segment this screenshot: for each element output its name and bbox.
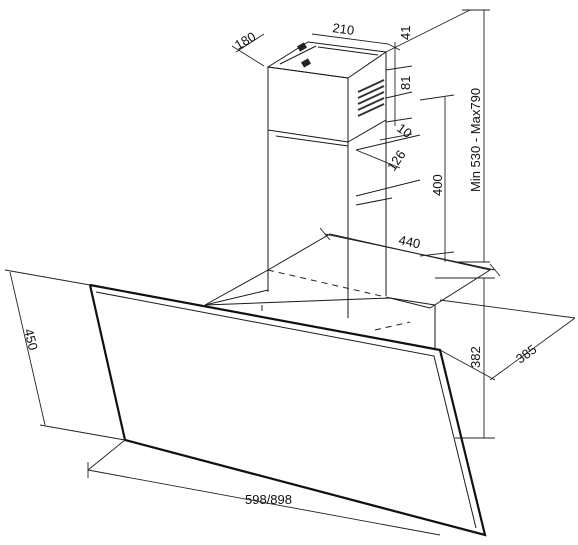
dim-vent-height: 81: [398, 76, 413, 90]
dim-bracket-height: 400: [430, 174, 445, 196]
dim-glass-depth: 450: [21, 327, 41, 352]
dim-bracket-width: 440: [397, 232, 421, 251]
dim-top-offset: 41: [398, 26, 413, 40]
dim-body-height: 382: [468, 346, 483, 368]
glass-panel: [88, 283, 487, 537]
dim-chimney-width: 210: [332, 20, 356, 38]
dim-hood-width: 598/898: [245, 492, 292, 507]
dim-vent-bracket: 126: [384, 147, 409, 173]
vent-grille: [357, 79, 385, 117]
dim-vent-offset: 10: [394, 120, 415, 141]
chimney: [266, 41, 421, 318]
dim-body-depth: 385: [513, 342, 539, 367]
dim-chimney-depth: 180: [232, 29, 258, 53]
dim-chimney-range: Min 530 - Max790: [468, 88, 483, 192]
dimension-lines: [4, 9, 576, 536]
